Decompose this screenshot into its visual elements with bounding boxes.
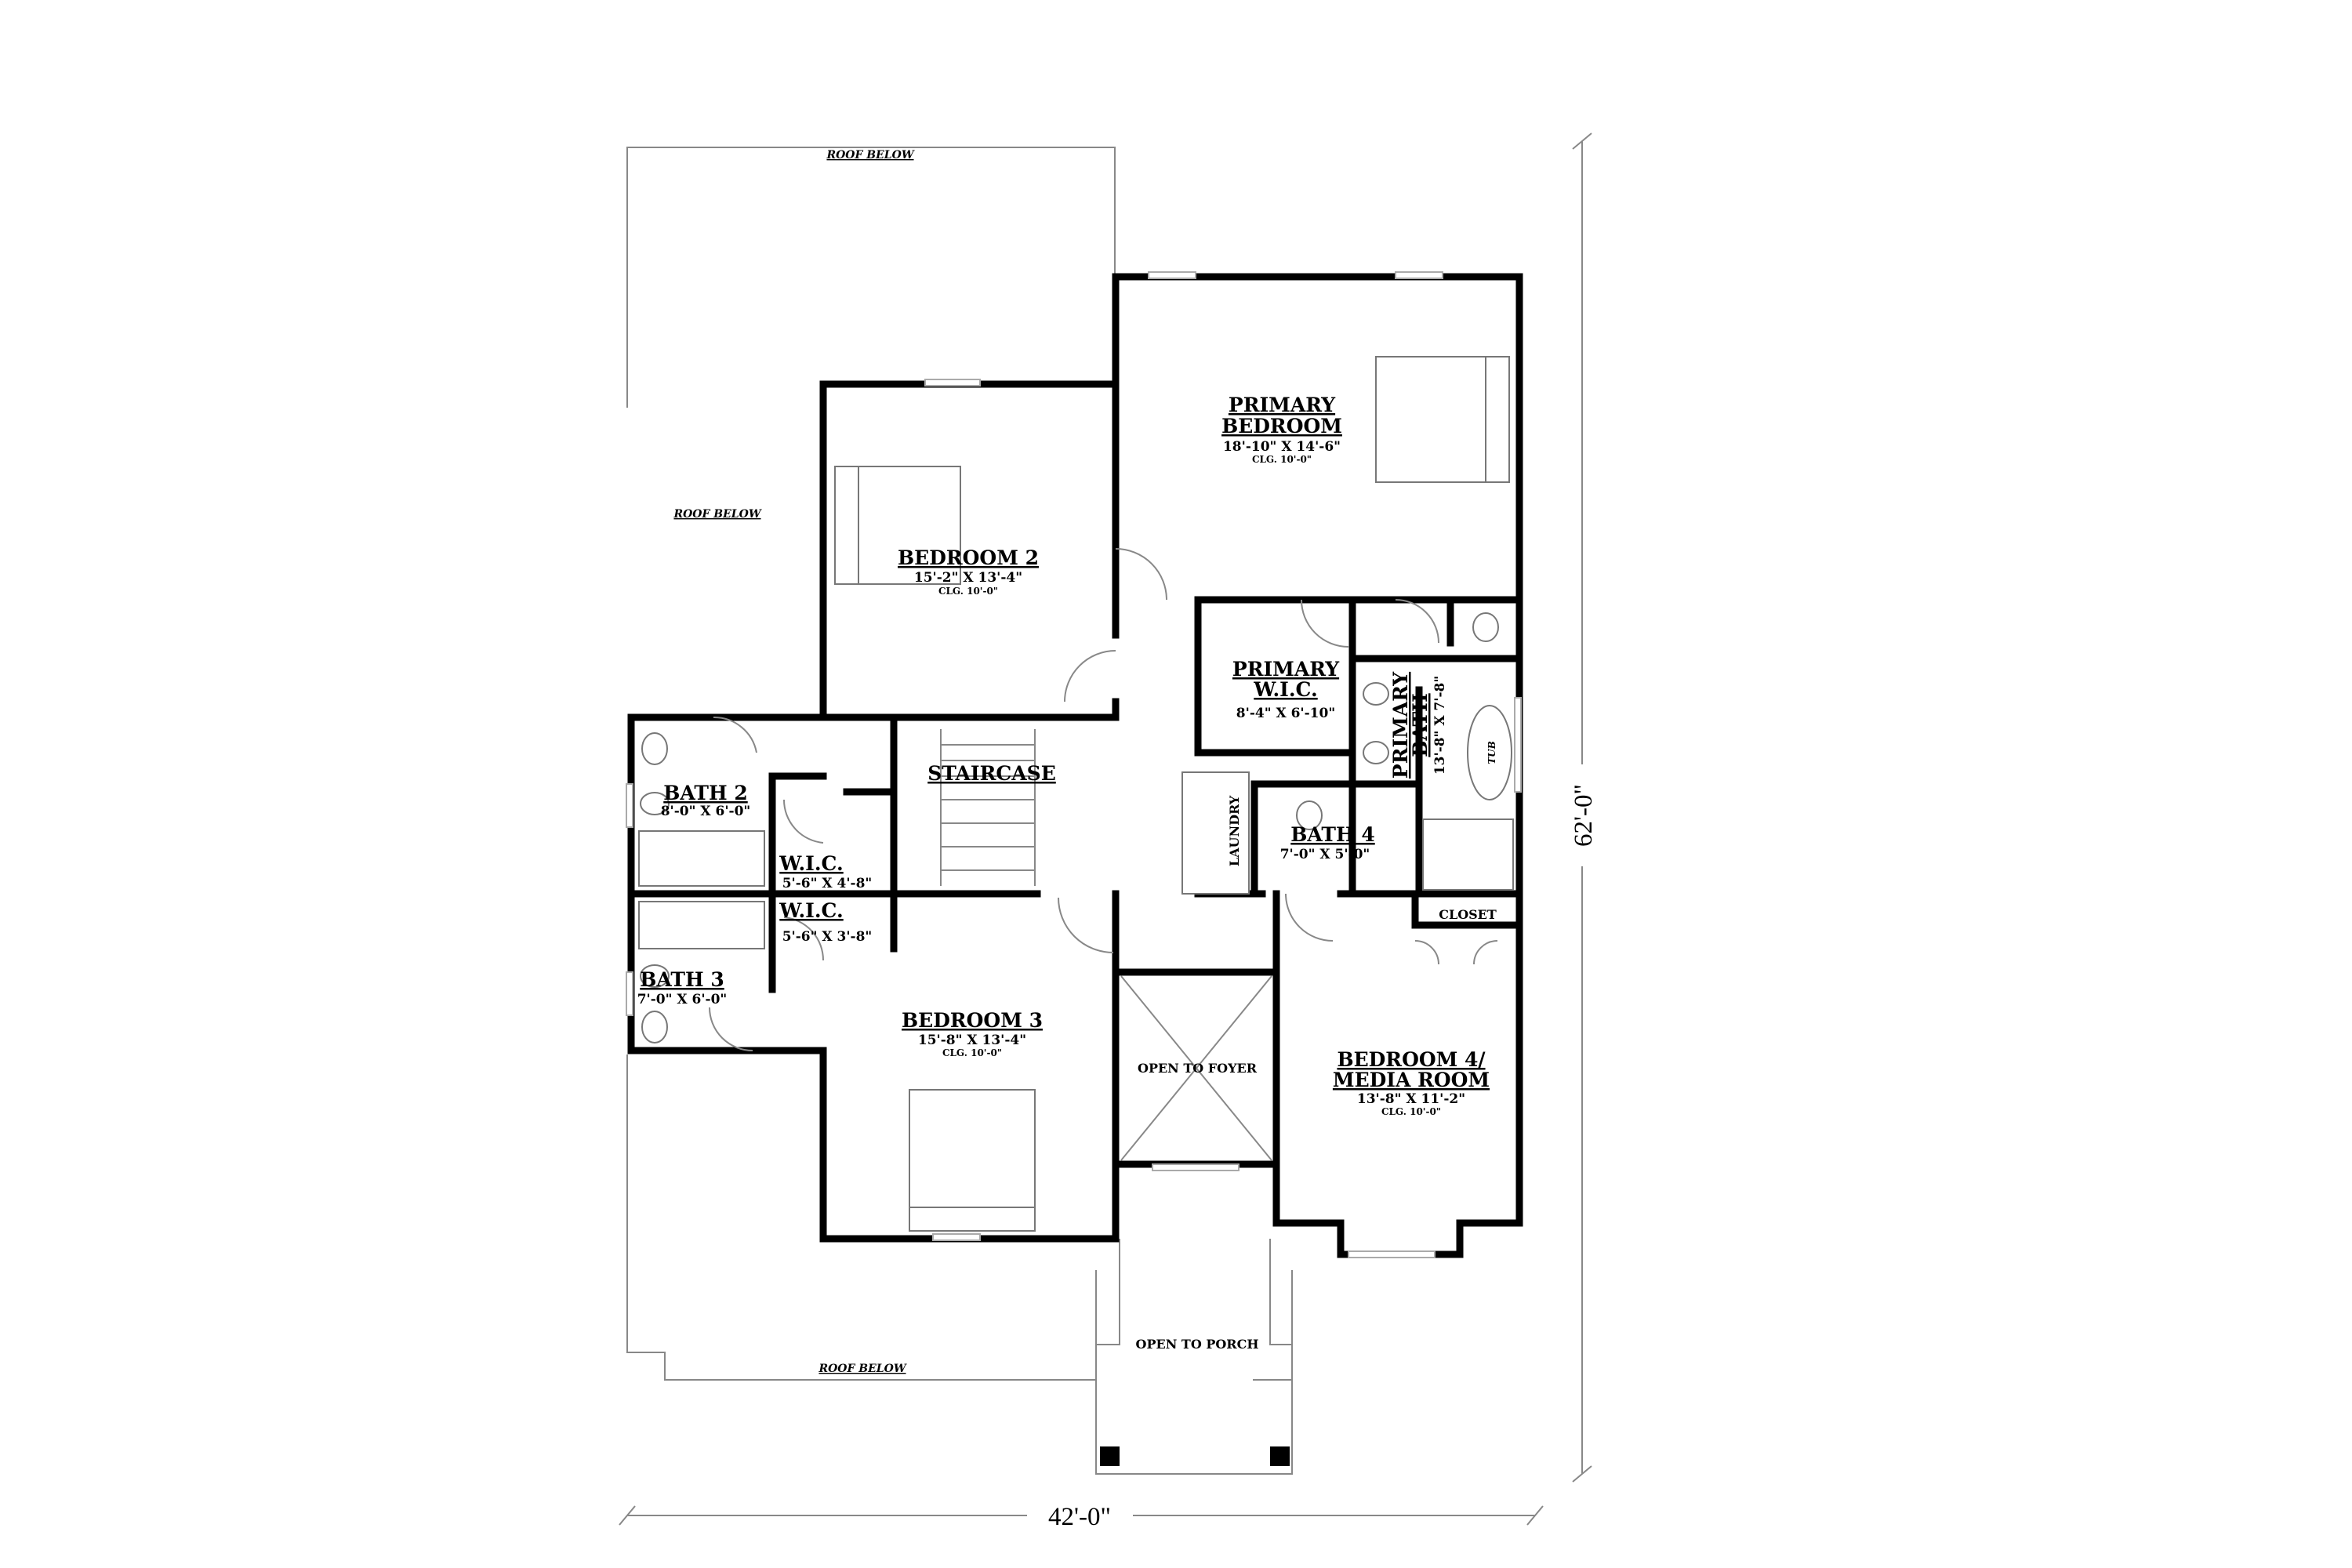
open-to-porch-label: OPEN TO PORCH [1136, 1337, 1259, 1352]
sink [641, 1011, 668, 1044]
overall-width: 42'-0" [1048, 1503, 1111, 1531]
window [1395, 271, 1443, 279]
overall-depth: 62'-0" [1570, 784, 1598, 847]
bed [858, 466, 961, 585]
window [932, 1233, 981, 1241]
bath4-name: BATH 4 [1290, 823, 1374, 846]
walls [627, 273, 1523, 1258]
sink [641, 732, 668, 765]
window [1514, 697, 1522, 793]
primary-wic-name-2: W.I.C. [1253, 678, 1317, 701]
bedroom3-dims: 15'-8" X 13'-4" [918, 1033, 1026, 1048]
sink [1363, 682, 1389, 706]
bed-headboard [909, 1207, 1036, 1232]
shower [638, 830, 765, 887]
window [1148, 271, 1196, 279]
bed [909, 1089, 1036, 1208]
bedroom3-name: BEDROOM 3 [902, 1009, 1043, 1032]
doors [709, 548, 1498, 1051]
toilet [1296, 800, 1323, 830]
windows [626, 271, 1522, 1258]
bedroom4-name-1: BEDROOM 4/ [1337, 1048, 1486, 1071]
primary-bath-name-1: PRIMARY [1389, 671, 1412, 779]
bath3-name: BATH 3 [640, 968, 724, 991]
closet-label: CLOSET [1439, 907, 1497, 922]
primary-bath-dims: 13'-8" X 7'-8" [1432, 676, 1448, 775]
toilet [1472, 612, 1499, 642]
staircase-treads [940, 729, 1036, 886]
toilet [640, 964, 670, 988]
window [924, 379, 981, 387]
porch-outline [1095, 1239, 1293, 1475]
primary-bedroom-clg: CLG. 10'-0" [1252, 454, 1312, 465]
roof-below-left: ROOF BELOW [673, 508, 761, 521]
wic1-dims: 5'-6" X 4'-8" [782, 876, 873, 891]
tub-label: TUB [1486, 741, 1497, 764]
roof-below-top: ROOF BELOW [826, 149, 914, 162]
fixtures [638, 356, 1514, 1232]
bath3-dims: 7'-0" X 6'-0" [637, 992, 728, 1007]
bed-headboard [1485, 356, 1510, 483]
primary-bedroom-name-1: PRIMARY [1229, 394, 1336, 416]
bath2-name: BATH 2 [663, 782, 747, 804]
bed [1375, 356, 1486, 483]
primary-bedroom-name-2: BEDROOM [1221, 415, 1342, 437]
window [626, 971, 633, 1016]
staircase-name: STAIRCASE [927, 762, 1056, 785]
tub [1467, 705, 1512, 800]
porch-column [1270, 1446, 1290, 1466]
laundry-label: LAUNDRY [1227, 795, 1242, 866]
open-to-foyer [1120, 975, 1272, 1161]
shower [638, 901, 765, 949]
wic2-name: W.I.C. [779, 899, 843, 922]
bedroom4-dims: 13'-8" X 11'-2" [1357, 1091, 1465, 1107]
open-to-foyer-label: OPEN TO FOYER [1138, 1061, 1258, 1076]
primary-bath-name-2: BATH [1409, 693, 1432, 757]
shower [1422, 818, 1514, 891]
bedroom4-name-2: MEDIA ROOM [1333, 1069, 1490, 1091]
bedroom4-clg: CLG. 10'-0" [1381, 1106, 1441, 1117]
bedroom2-dims: 15'-2" X 13'-4" [914, 570, 1022, 586]
primary-wic-name-1: PRIMARY [1232, 658, 1340, 681]
roof-below-bottom: ROOF BELOW [818, 1363, 906, 1375]
window [626, 783, 633, 828]
bedroom2-clg: CLG. 10'-0" [938, 586, 998, 597]
window [1152, 1163, 1240, 1171]
wic1-name: W.I.C. [779, 852, 843, 875]
sink [1363, 741, 1389, 764]
window [1348, 1250, 1436, 1258]
room-labels: PRIMARY BEDROOM 18'-10" X 14'-6" CLG. 10… [637, 149, 1497, 1375]
bed-headboard [834, 466, 859, 585]
laundry-appliances [1181, 771, 1250, 895]
primary-wic-dims: 8'-4" X 6'-10" [1236, 706, 1335, 721]
toilet [640, 792, 670, 815]
primary-bedroom-dims: 18'-10" X 14'-6" [1223, 439, 1341, 455]
overall-dimensions: 42'-0" 62'-0" [619, 132, 1598, 1531]
bedroom2-name: BEDROOM 2 [898, 546, 1039, 569]
bedroom3-clg: CLG. 10'-0" [942, 1047, 1002, 1058]
bath2-dims: 8'-0" X 6'-0" [661, 804, 751, 819]
porch-column [1100, 1446, 1120, 1466]
wic2-dims: 5'-6" X 3'-8" [782, 929, 873, 945]
bath4-dims: 7'-0" X 5'-0" [1280, 847, 1370, 862]
